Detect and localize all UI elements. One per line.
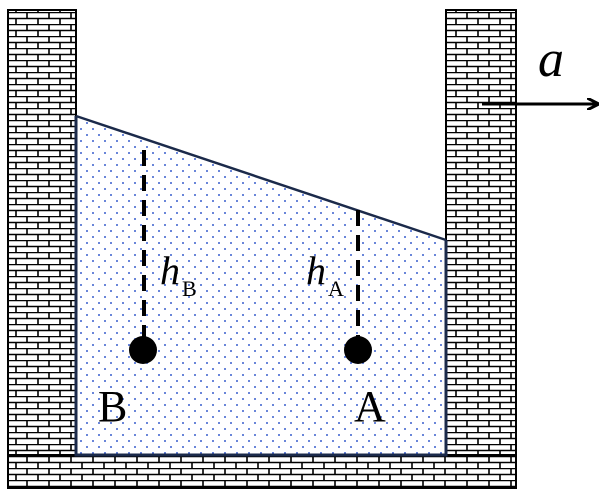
height-b-label: h [160, 248, 180, 293]
container-inner-outline [74, 116, 448, 457]
height-a-subscript: A [328, 276, 344, 301]
left-wall [7, 9, 77, 489]
point-a-marker [344, 336, 372, 364]
height-b-letter: h [160, 248, 180, 293]
point-a-label: A [354, 382, 386, 431]
point-b-marker [129, 336, 157, 364]
height-a-label: h [306, 248, 326, 293]
liquid-body [76, 116, 446, 455]
height-b-subscript: B [182, 276, 197, 301]
height-a-letter: h [306, 248, 326, 293]
point-b-label: B [98, 382, 127, 431]
liquid-surface [75, 114, 447, 242]
bottom-wall [7, 454, 517, 489]
acceleration-label: a [538, 31, 564, 88]
right-wall [445, 9, 517, 489]
